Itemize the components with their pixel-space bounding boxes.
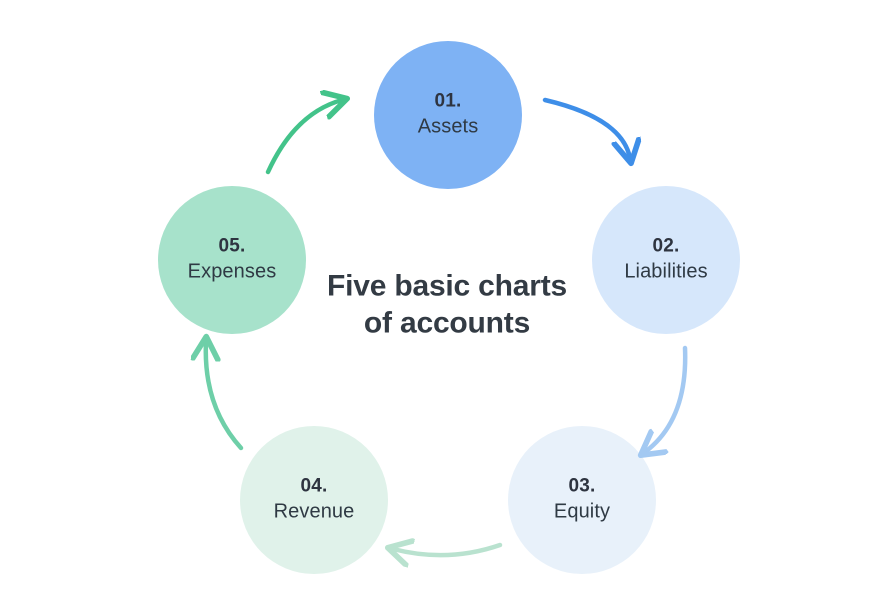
arrow-assets-to-liabilities bbox=[542, 97, 630, 158]
node-circle-liabilities[interactable] bbox=[592, 186, 740, 334]
arrow-revenue-to-expenses bbox=[206, 342, 244, 451]
diagram-title-line-2: of accounts bbox=[363, 306, 531, 339]
node-circle-assets[interactable] bbox=[374, 41, 522, 189]
diagram-title-line-1: Five basic charts bbox=[326, 269, 568, 303]
diagram-title: Five basic charts of accounts bbox=[297, 268, 597, 341]
arrow-liabilities-to-equity bbox=[645, 345, 688, 452]
arrow-equity-to-revenue bbox=[393, 545, 503, 555]
node-circle-revenue[interactable] bbox=[240, 426, 388, 574]
arrow-expenses-to-assets bbox=[265, 100, 342, 175]
node-circle-equity[interactable] bbox=[508, 426, 656, 574]
node-circle-expenses[interactable] bbox=[158, 186, 306, 334]
